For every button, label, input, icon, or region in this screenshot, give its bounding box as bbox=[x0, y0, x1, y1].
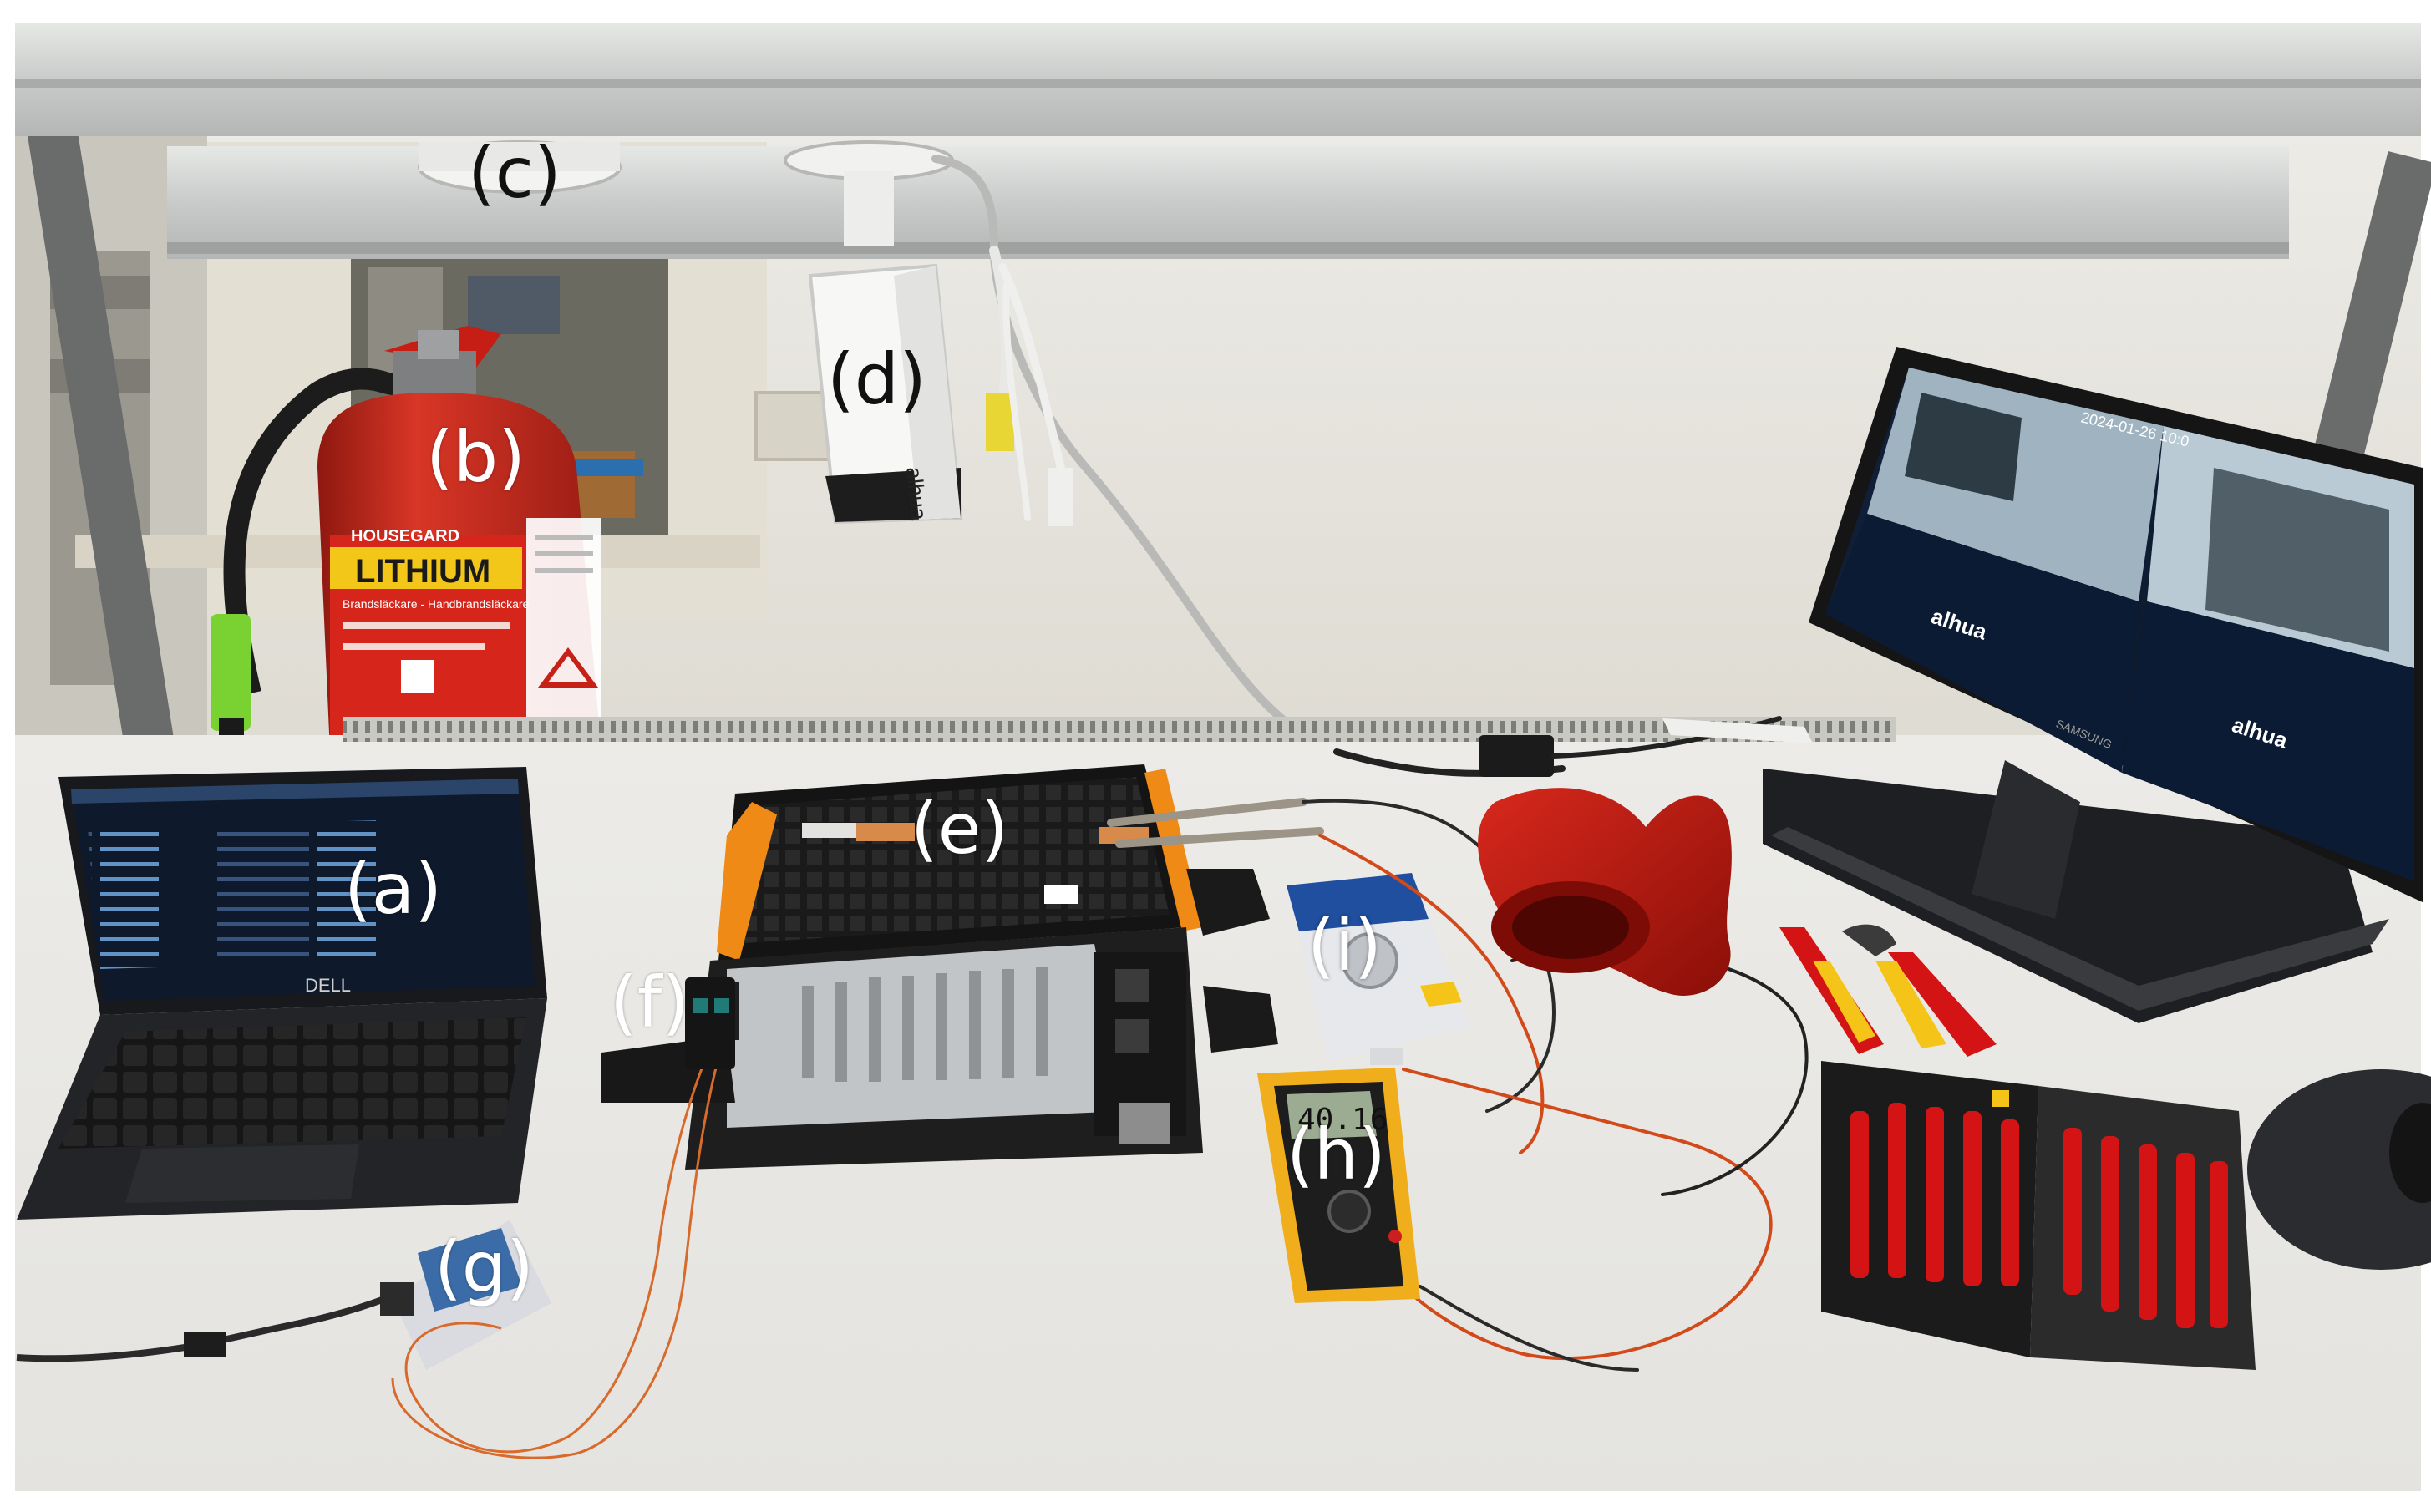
label-g: (g) bbox=[434, 1226, 534, 1308]
bench-cables bbox=[1333, 716, 1813, 777]
connector-module bbox=[685, 977, 735, 1069]
extinguisher-brand: HOUSEGARD bbox=[351, 527, 459, 545]
monitor: 2024-01-26 10:0 alhua alhua SAMSUNG bbox=[1763, 347, 2423, 1023]
smoke-detector bbox=[418, 140, 622, 194]
microcontroller-board bbox=[16, 1220, 551, 1370]
label-f: (f) bbox=[610, 961, 690, 1043]
insulating-gloves bbox=[1478, 788, 1732, 996]
screwdriver-kit bbox=[1821, 1061, 2256, 1370]
label-d: (d) bbox=[827, 338, 926, 420]
frame-post-left bbox=[27, 124, 174, 744]
mouse-pad bbox=[2247, 1069, 2431, 1270]
extinguisher-subtitle: Brandsläckare - Handbrandsläckare bbox=[343, 597, 530, 611]
laptop-brand: DELL bbox=[305, 975, 351, 996]
label-b: (b) bbox=[426, 416, 525, 498]
test-probes bbox=[1107, 798, 1324, 848]
security-camera: alhua bbox=[784, 140, 963, 525]
laptop: DELL bbox=[17, 767, 547, 1220]
label-h: (h) bbox=[1287, 1114, 1386, 1195]
insulation-tester bbox=[1287, 873, 1470, 1065]
bench-vent bbox=[343, 717, 1896, 742]
label-a: (a) bbox=[344, 848, 443, 930]
label-c: (c) bbox=[468, 132, 561, 214]
sensor-wires bbox=[391, 1027, 728, 1459]
extinguisher-type: LITHIUM bbox=[355, 553, 490, 590]
multimeter: 40.16 bbox=[1257, 1068, 1420, 1303]
camera-brand: alhua bbox=[901, 465, 932, 521]
hand-tools bbox=[1779, 924, 1997, 1057]
label-e: (e) bbox=[911, 788, 1009, 870]
battery-module bbox=[601, 764, 1278, 1170]
label-i: (i) bbox=[1307, 905, 1382, 987]
multimeter-reading: 40.16 bbox=[1297, 1103, 1388, 1137]
